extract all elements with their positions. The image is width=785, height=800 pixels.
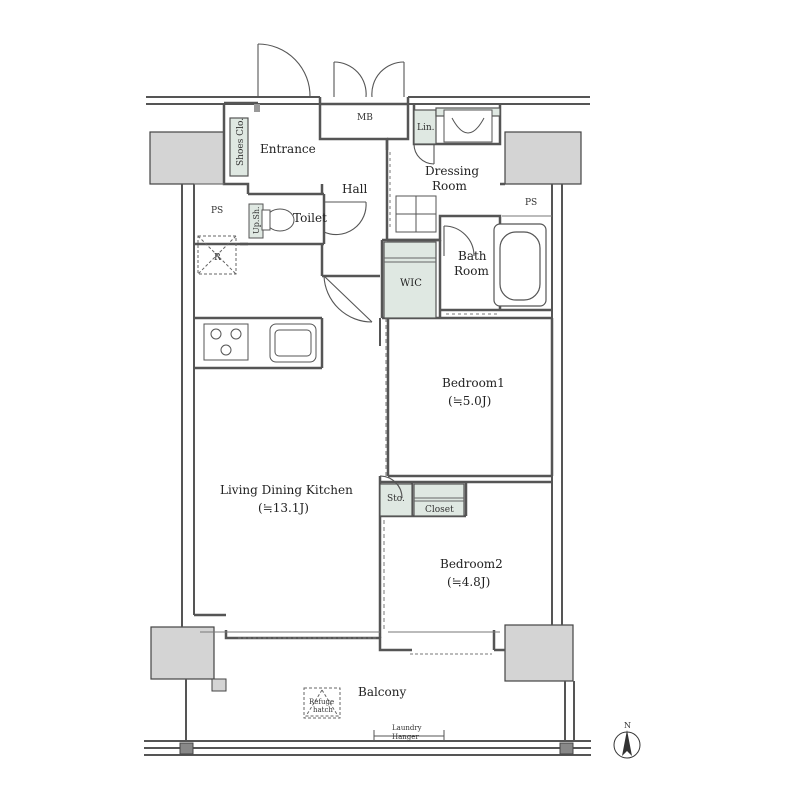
column-bottom-left [150,626,215,680]
label-up-shelf: Up.Sh. [252,206,261,234]
shoes-closet [229,117,249,177]
label-north: N [624,721,631,730]
entry-step [254,104,260,112]
label-ps-left: PS [211,206,223,216]
label-bedroom1-size: (≒5.0J) [448,394,491,408]
label-mb: MB [357,113,373,123]
label-refuge-line1: Refuge [309,698,334,706]
wash-basin [443,109,493,143]
kitchen-counter [203,323,317,363]
thin-lines [194,152,552,655]
column-notch [211,678,227,692]
toilet-fixture [248,203,295,239]
linen-closet [413,109,437,145]
label-toilet: Toilet [293,211,327,225]
label-ldk-size: (≒13.1J) [258,501,309,515]
label-shoes-closet: Shoes Clo. [236,118,246,166]
closet-area [413,483,465,517]
storage-sto [379,483,413,517]
label-hall: Hall [342,182,367,196]
exterior-walls [144,96,591,756]
label-wic: WIC [400,278,422,289]
refuge-hatch [303,687,341,719]
label-ps-right: PS [525,198,537,208]
label-ldk: Living Dining Kitchen [220,483,353,497]
label-lin: Lin. [417,123,435,133]
label-refuge-line2: hatch [313,706,333,714]
label-bedroom1: Bedroom1 [442,376,505,390]
label-storage: Sto. [387,494,405,504]
balcony-post-left [179,742,194,755]
column-top-left [149,131,225,185]
label-entrance: Entrance [260,142,316,156]
label-dressing-line1: Dressing [425,164,479,178]
label-closet: Closet [425,505,454,515]
north-arrow-icon [613,730,641,759]
column-top-right [504,131,582,185]
dressing-table [395,195,437,233]
label-dressing-line2: Room [432,179,467,193]
balcony-post-right [559,742,574,755]
label-refrigerator: R [214,253,221,263]
interior-walls [194,97,554,652]
column-bottom-right [504,624,574,682]
wic-area [383,241,437,319]
label-bedroom2-size: (≒4.8J) [447,575,490,589]
refrigerator-space [197,235,237,275]
label-laundry-line1: Laundry [392,724,422,732]
doors [257,43,475,499]
label-bedroom2: Bedroom2 [440,557,503,571]
laundry-hanger [373,730,445,741]
label-balcony: Balcony [358,685,406,699]
label-laundry-line2: Hanger [392,733,419,741]
label-bath-line1: Bath [458,249,487,263]
label-bath-line2: Room [454,264,489,278]
bathtub [493,223,547,307]
